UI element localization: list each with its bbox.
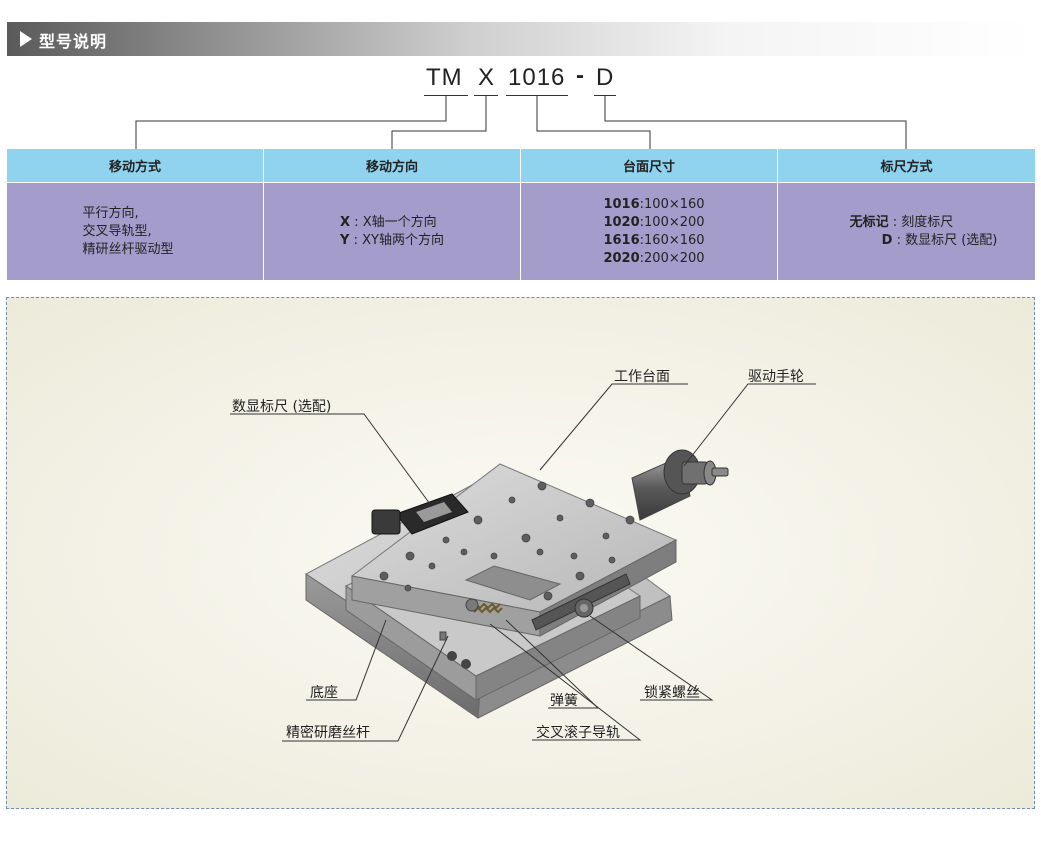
cell-movement-type: 平行方向, 交叉导轨型, 精研丝杆驱动型 (7, 183, 263, 280)
label-lock-screw: 锁紧螺丝 (644, 685, 700, 701)
mounting-holes (379, 481, 635, 601)
model-code-scale: D (596, 64, 615, 91)
lock-screw-assembly (531, 573, 631, 631)
header-table-size: 台面尺寸 (521, 149, 777, 183)
label-spring: 弹簧 (550, 693, 578, 709)
cell-value: : 刻度标尺 (892, 214, 954, 230)
cell-key: X (340, 214, 351, 230)
column-movement-type: 移动方式 平行方向, 交叉导轨型, 精研丝杆驱动型 (7, 149, 264, 280)
cell-line: 平行方向, (82, 205, 139, 221)
model-code-size: 1016 (508, 64, 566, 91)
label-precision-screw: 精密研磨丝杆 (286, 725, 370, 741)
column-movement-direction: 移动方向 X : X轴一个方向 Y : XY轴两个方向 (264, 149, 521, 280)
model-code: TM X 1016 - D (420, 62, 640, 100)
cell-line: 交叉导轨型, (82, 223, 152, 239)
spring-cap (465, 598, 479, 612)
cell-key: 1616 (603, 232, 640, 248)
cell-key: 2020 (603, 250, 640, 266)
cell-movement-direction: X : X轴一个方向 Y : XY轴两个方向 (264, 183, 520, 280)
cell-key: 无标记 (849, 214, 889, 230)
base-front-details (439, 631, 471, 669)
column-table-size: 台面尺寸 1016:100×160 1020:100×200 1616:160×… (521, 149, 778, 280)
cell-line: 1616:160×160 (603, 232, 704, 250)
callout-leaders (230, 383, 816, 742)
model-code-series: TM (426, 64, 463, 91)
cell-line: X : X轴一个方向 (340, 214, 444, 232)
model-code-series-underline (424, 95, 468, 96)
cell-line: 精研丝杆驱动型 (82, 241, 174, 257)
section-title: 型号说明 (39, 32, 108, 51)
digital-scale-unit (371, 493, 469, 535)
cell-key: Y (340, 232, 350, 248)
model-code-dash: - (576, 62, 585, 89)
model-spec-table: 移动方式 平行方向, 交叉导轨型, 精研丝杆驱动型 移动方向 X : X轴一个方… (7, 149, 1035, 280)
cell-line: 1020:100×200 (603, 214, 704, 232)
model-code-size-underline (506, 95, 568, 96)
label-cross-roller-guide: 交叉滚子导轨 (536, 725, 620, 741)
cell-key: 1020 (603, 214, 640, 230)
label-drive-handwheel: 驱动手轮 (748, 369, 804, 385)
cell-line: D : 数显标尺 (选配) (882, 232, 998, 250)
drive-handwheel-assembly (631, 449, 729, 521)
header-movement-direction: 移动方向 (264, 149, 520, 183)
label-base: 底座 (310, 685, 338, 701)
cell-key: 1016 (603, 196, 640, 212)
cell-line: 无标记 : 刻度标尺 (850, 214, 998, 232)
cell-scale-type: 无标记 : 刻度标尺 D : 数显标尺 (选配) (778, 183, 1035, 280)
model-code-scale-underline (594, 95, 616, 96)
cell-value: :200×200 (639, 250, 705, 266)
cell-line: 2020:200×200 (603, 250, 704, 268)
cell-table-size: 1016:100×160 1020:100×200 1616:160×160 2… (521, 183, 777, 280)
header-movement-type: 移动方式 (7, 149, 263, 183)
cell-line: 1016:100×160 (603, 196, 704, 214)
cell-value: : X轴一个方向 (354, 214, 437, 230)
cell-value: :100×200 (639, 214, 705, 230)
cell-key: D (881, 232, 893, 248)
cell-value: :100×160 (639, 196, 705, 212)
cell-value: : XY轴两个方向 (353, 232, 444, 248)
label-worktable: 工作台面 (614, 369, 670, 385)
column-scale-type: 标尺方式 无标记 : 刻度标尺 D : 数显标尺 (选配) (778, 149, 1035, 280)
model-code-connectors (135, 96, 907, 149)
cell-value: : 数显标尺 (选配) (896, 232, 998, 248)
play-arrow-icon (20, 31, 32, 47)
cell-line: Y : XY轴两个方向 (340, 232, 444, 250)
header-scale-type: 标尺方式 (778, 149, 1035, 183)
label-digital-scale: 数显标尺 (选配) (232, 399, 332, 415)
section-header-bar: 型号说明 (7, 22, 1035, 56)
model-code-direction-underline (474, 95, 498, 96)
cell-value: :160×160 (639, 232, 705, 248)
model-code-direction: X (478, 64, 496, 91)
